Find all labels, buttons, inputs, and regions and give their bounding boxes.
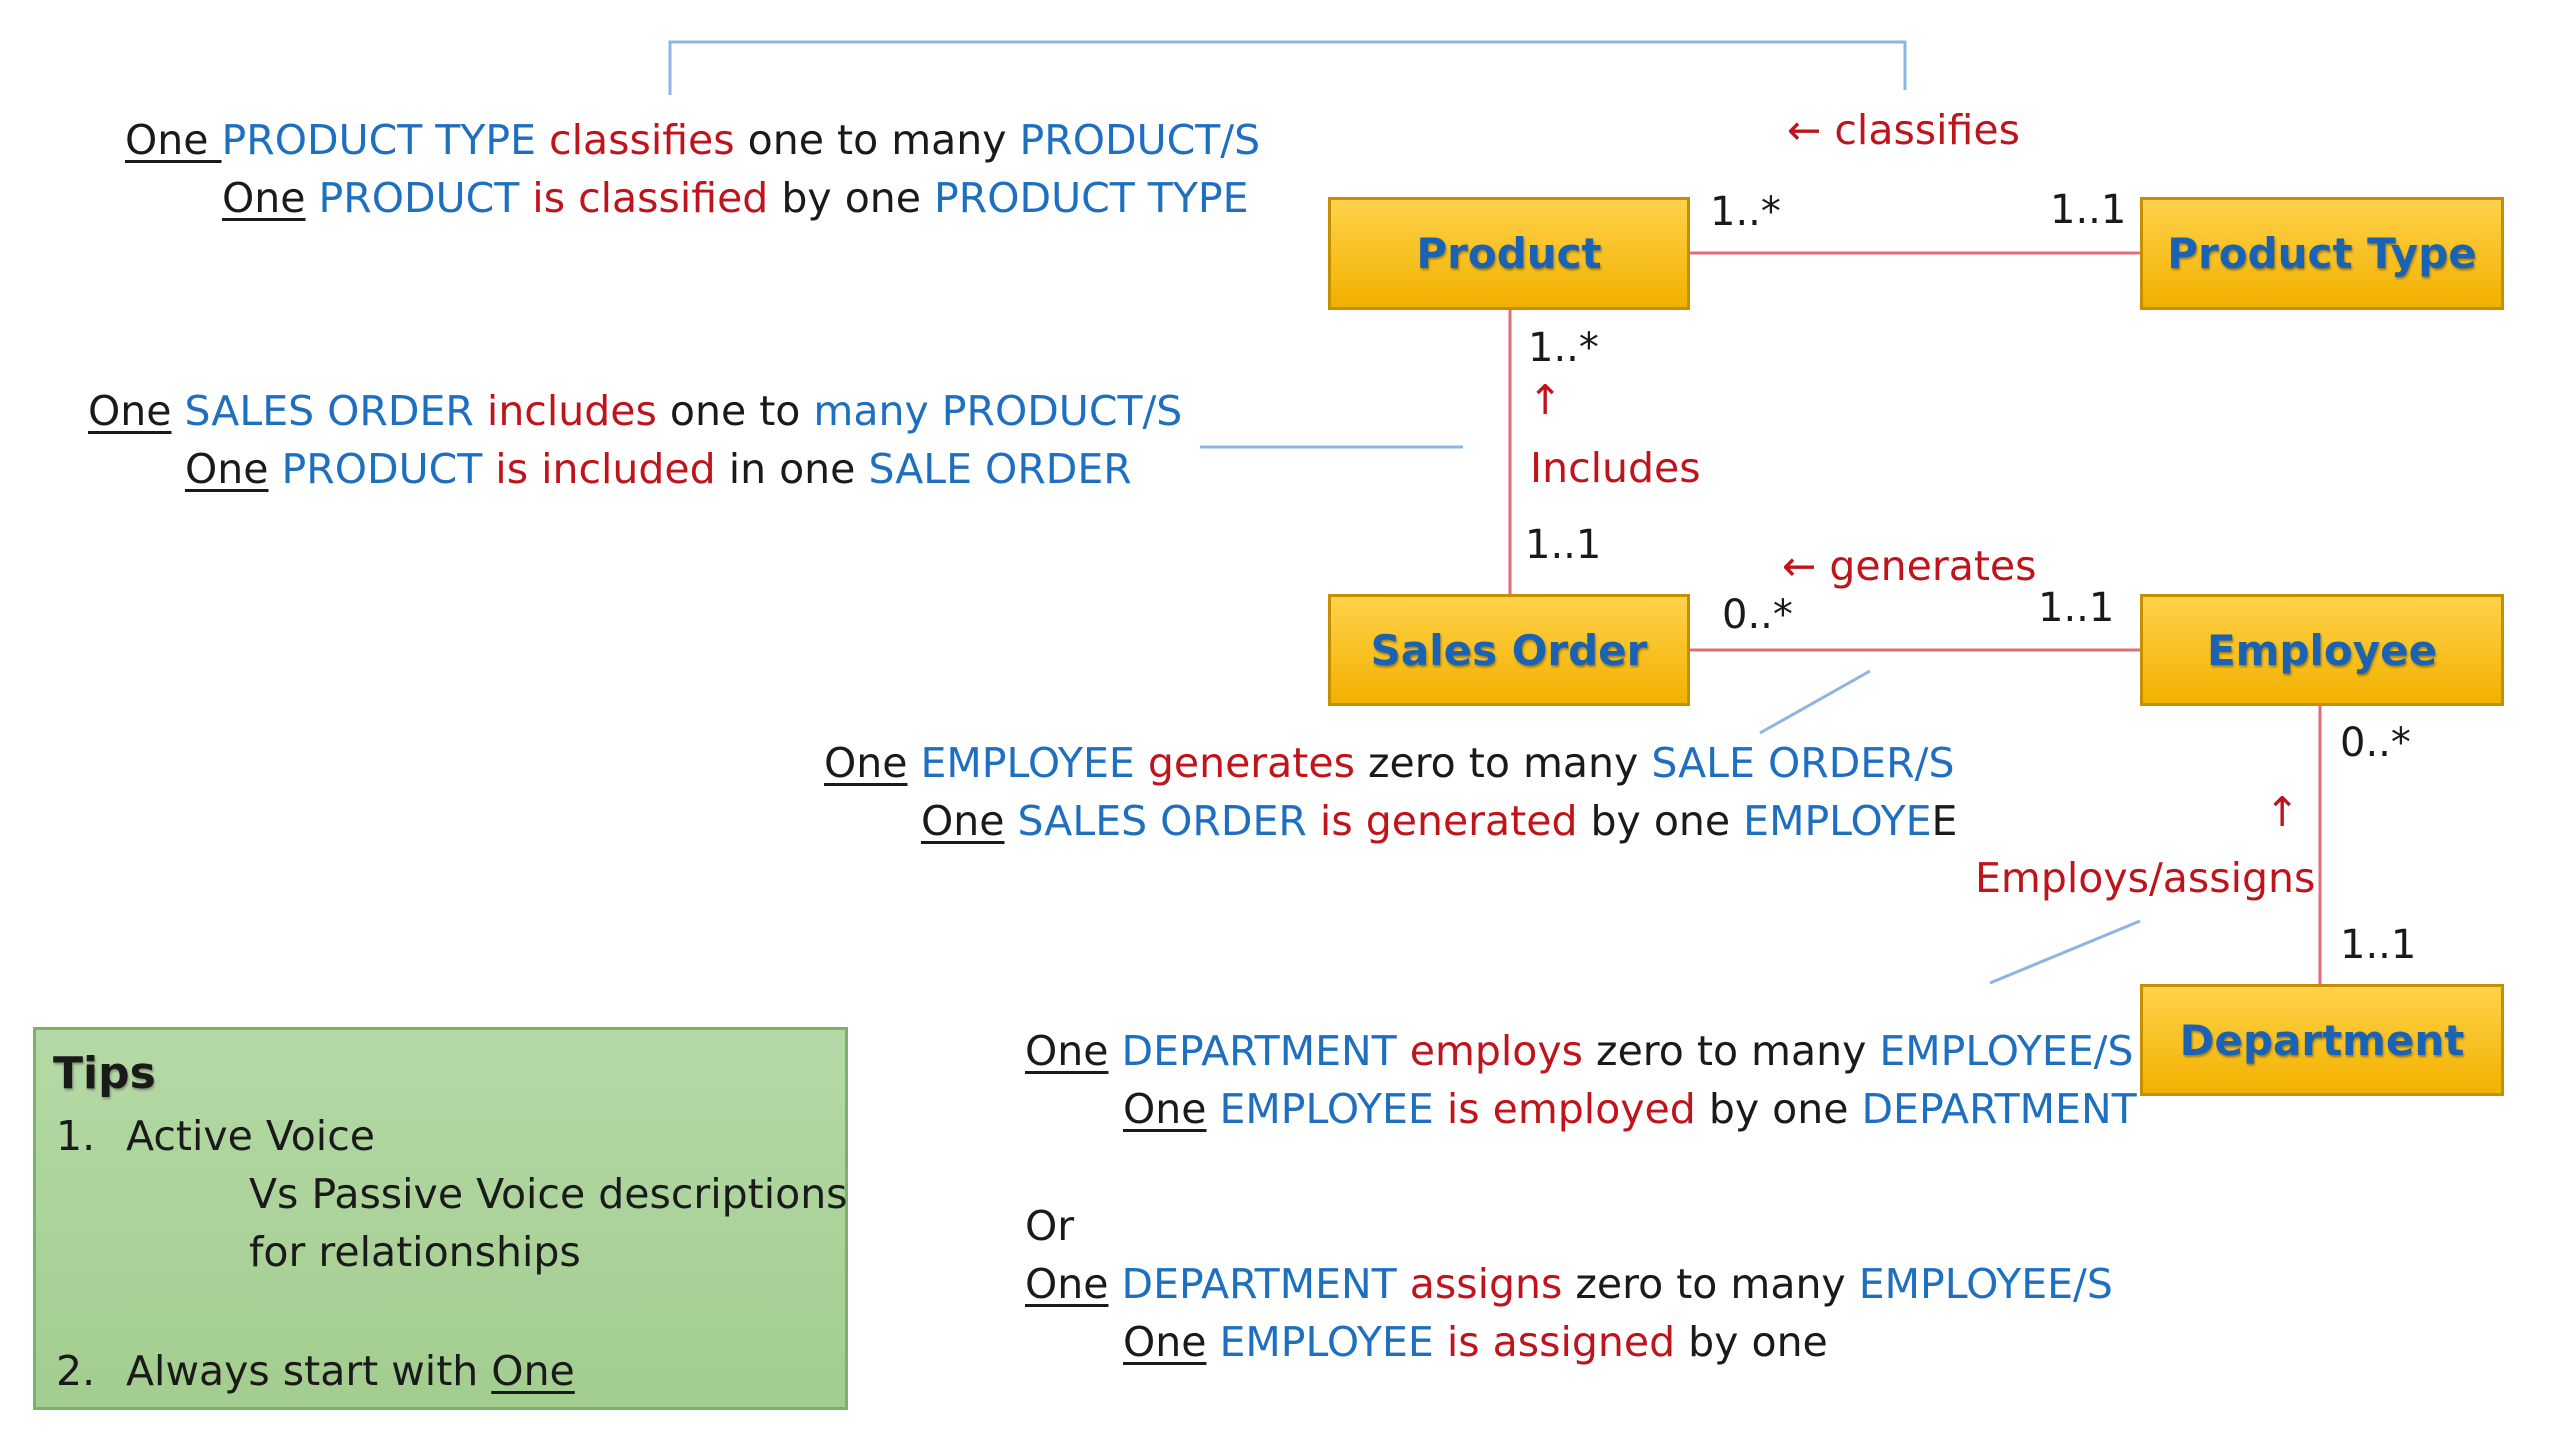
tip-1-detail-b: for relationships [249, 1228, 581, 1276]
tip-1-text: Active Voice [126, 1112, 375, 1160]
rel-label-classifies: ← classifies [1787, 106, 2020, 154]
callout-line-department [1989, 919, 2141, 985]
desc-sales-order-passive: One PRODUCT is included in one SALE ORDE… [185, 449, 1132, 490]
entity-word: SALE ORDER/S [1651, 739, 1955, 787]
mult-producttype-classifies: 1..1 [2050, 187, 2127, 233]
entity-word: EMPLOYEE [907, 739, 1148, 787]
mult-employee-employs: 0..* [2340, 720, 2411, 766]
verb-word: is included [495, 445, 729, 493]
callout-bracket [668, 40, 1907, 95]
verb-word: includes [486, 387, 670, 435]
rel-arrow-employs: ↑ [2265, 788, 2300, 836]
entity-department[interactable]: Department [2140, 984, 2504, 1096]
word-one: One [222, 174, 306, 222]
desc-product-type-active: One PRODUCT TYPE classifies one to many … [125, 120, 1260, 161]
desc-employee-active: One EMPLOYEE generates zero to many SALE… [824, 743, 1955, 784]
rel-label-employs: Employs/assigns [1975, 854, 2316, 902]
desc-or: Or [1025, 1202, 1075, 1250]
word-one: One [1123, 1318, 1207, 1366]
mult-employee-generates: 1..1 [2038, 585, 2115, 631]
cardinality-word: zero to many [1596, 1027, 1880, 1075]
mult-product-classifies: 1..* [1710, 189, 1781, 235]
rel-label-generates: ← generates [1782, 542, 2037, 590]
word-one: One [185, 445, 269, 493]
entity-word: EMPLOYEE/S [1858, 1260, 2113, 1308]
tip-2-prefix: Always start with [126, 1347, 492, 1395]
entity-word: DEPARTMENT [1108, 1027, 1410, 1075]
entity-word: DEPARTMENT [1861, 1085, 2137, 1133]
verb-word: employs [1409, 1027, 1597, 1075]
word-one: One [88, 387, 172, 435]
cardinality-word: zero to many [1575, 1260, 1859, 1308]
word-one: One [1025, 1260, 1109, 1308]
cardinality-word: in one [728, 445, 869, 493]
entity-word: PRODUCT [305, 174, 533, 222]
desc-sales-order-active: One SALES ORDER includes one to many PRO… [88, 391, 1182, 432]
verb-word: is classified [532, 174, 782, 222]
entity-word: PRODUCT TYPE [934, 174, 1249, 222]
tips-box: Tips 1. Active Voice Vs Passive Voice de… [33, 1027, 848, 1410]
desc-department-employs-active: One DEPARTMENT employs zero to many EMPL… [1025, 1031, 2134, 1072]
desc-product-type-passive: One PRODUCT is classified by one PRODUCT… [222, 178, 1249, 219]
entity-word: DEPARTMENT [1108, 1260, 1410, 1308]
verb-word: generates [1147, 739, 1368, 787]
entity-word: SALES ORDER [1004, 797, 1320, 845]
cardinality-word: by one [1708, 1085, 1862, 1133]
callout-line-employee [1759, 669, 1871, 735]
entity-word: EMPLOYEE [1206, 1318, 1447, 1366]
desc-department-assigns-active: One DEPARTMENT assigns zero to many EMPL… [1025, 1264, 2113, 1305]
word-one: One [824, 739, 908, 787]
tip-2-one: One [491, 1347, 575, 1395]
entity-word: many PRODUCT/S [813, 387, 1183, 435]
entity-word: EMPLOYEE [1206, 1085, 1447, 1133]
entity-word: PRODUCT/S [1019, 116, 1261, 164]
mult-department-employs: 1..1 [2340, 922, 2417, 968]
entity-word: PRODUCT [268, 445, 496, 493]
cardinality-word: one to [669, 387, 814, 435]
entity-word: SALES ORDER [171, 387, 487, 435]
cardinality-word: one to many [747, 116, 1020, 164]
entity-word: PRODUCT TYPE [221, 116, 550, 164]
tip-2-number: 2. [56, 1347, 96, 1395]
cardinality-word: by one [1688, 1318, 1828, 1366]
entity-employee[interactable]: Employee [2140, 594, 2504, 706]
cardinality-word: by one [1590, 797, 1744, 845]
mult-salesorder-generates: 0..* [1722, 592, 1793, 638]
cardinality-word: by one [781, 174, 935, 222]
verb-word: is employed [1446, 1085, 1709, 1133]
desc-employee-passive: One SALES ORDER is generated by one EMPL… [921, 801, 1957, 842]
tip-2-text: Always start with One [126, 1351, 575, 1392]
verb-word: assigns [1409, 1260, 1576, 1308]
rel-arrow-includes: ↑ [1528, 376, 1563, 424]
word-one: One [921, 797, 1005, 845]
verb-word: is generated [1319, 797, 1591, 845]
entity-product[interactable]: Product [1328, 197, 1690, 310]
word-one: One [125, 116, 222, 164]
mult-product-includes: 1..* [1528, 325, 1599, 371]
word-one: One [1123, 1085, 1207, 1133]
tip-1-detail-a: Vs Passive Voice descriptions [249, 1170, 848, 1218]
word-one: One [1025, 1027, 1109, 1075]
entity-word: SALE ORDER [868, 445, 1132, 493]
entity-word: EMPLOYEE/S [1879, 1027, 2134, 1075]
verb-word: is assigned [1446, 1318, 1689, 1366]
desc-department-assigns-passive: One EMPLOYEE is assigned by one [1123, 1322, 1828, 1363]
entity-word-end: E [1931, 797, 1958, 845]
entity-word: EMPLOYE [1743, 797, 1932, 845]
rel-label-includes: Includes [1530, 444, 1701, 492]
entity-sales-order[interactable]: Sales Order [1328, 594, 1690, 706]
cardinality-word: zero to many [1367, 739, 1652, 787]
mult-salesorder-includes: 1..1 [1525, 522, 1602, 568]
entity-product-type[interactable]: Product Type [2140, 197, 2504, 310]
tip-1-number: 1. [56, 1112, 96, 1160]
tips-title: Tips [53, 1048, 156, 1099]
desc-department-employs-passive: One EMPLOYEE is employed by one DEPARTME… [1123, 1089, 2137, 1130]
verb-word: classifies [549, 116, 748, 164]
